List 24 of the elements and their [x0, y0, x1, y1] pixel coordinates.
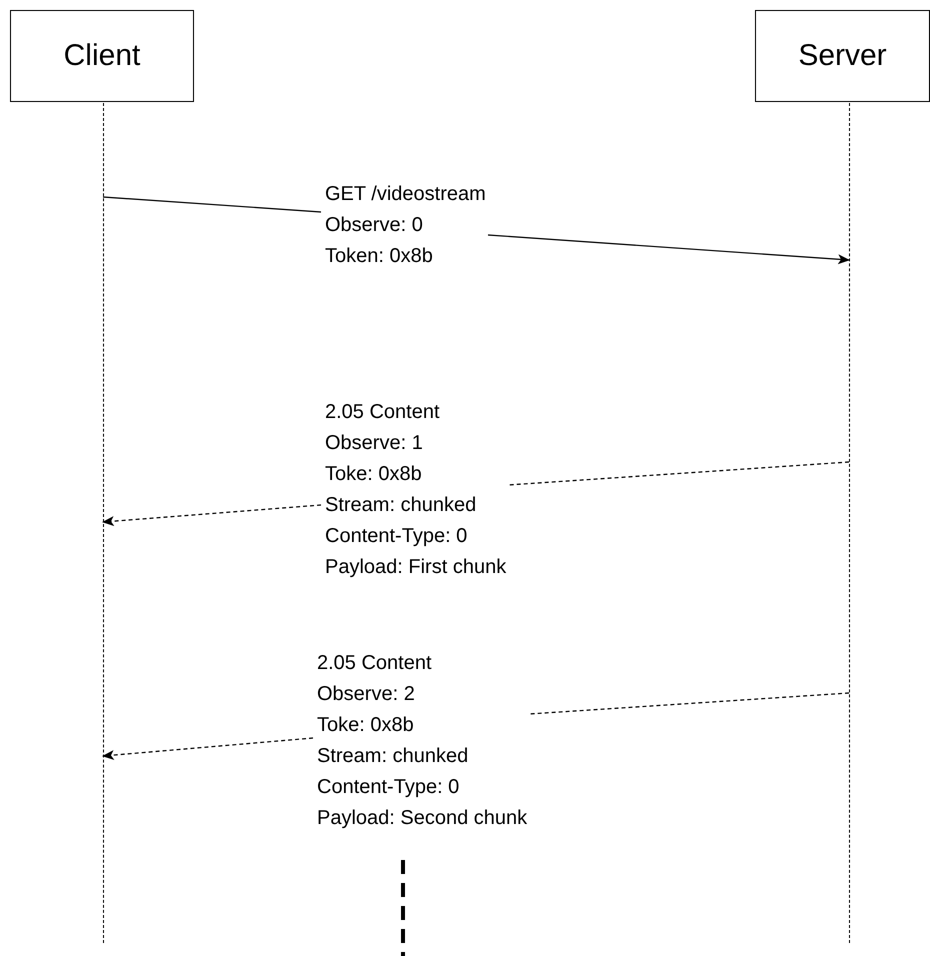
message-field: Toke: 0x8b [317, 710, 414, 741]
message-field: Payload: First chunk [325, 552, 506, 583]
actor-label: Client [64, 39, 140, 73]
message-field: 2.05 Content [317, 648, 432, 679]
message-field: Observe: 1 [325, 428, 423, 459]
message-field: Stream: chunked [325, 490, 476, 521]
message-field: Toke: 0x8b [325, 459, 422, 490]
actor-box [755, 10, 930, 102]
actor-box [10, 10, 194, 102]
message-field: 2.05 Content [325, 397, 440, 428]
lifeline [103, 103, 104, 943]
message-arrow [488, 234, 850, 264]
message-field: Content-Type: 0 [325, 521, 468, 552]
message-field: Token: 0x8b [325, 241, 433, 272]
message-field: Observe: 0 [325, 210, 423, 241]
actor-label: Server [798, 39, 887, 73]
message-arrow [102, 504, 322, 526]
message-arrow [102, 737, 314, 760]
message-field: Stream: chunked [317, 741, 468, 772]
lifeline [849, 103, 850, 943]
message-field: Observe: 2 [317, 679, 415, 710]
message-field: Payload: Second chunk [317, 803, 528, 834]
message-field: GET /videostream [325, 179, 486, 210]
message-field: Content-Type: 0 [317, 772, 460, 803]
